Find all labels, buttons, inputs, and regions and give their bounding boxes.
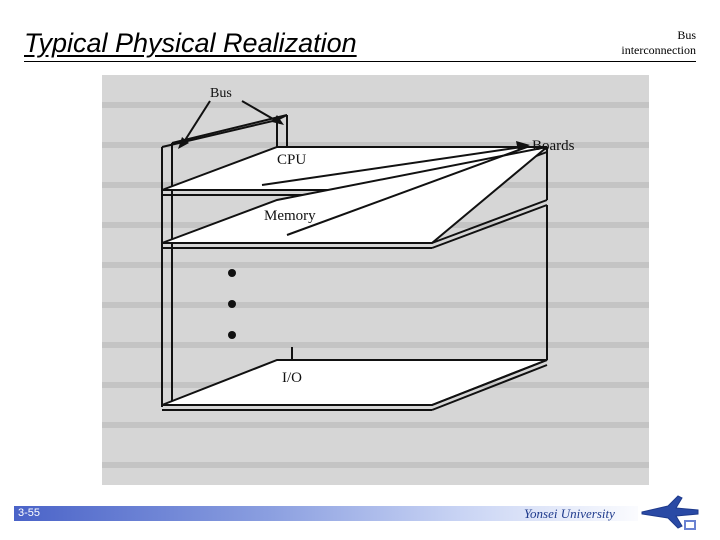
footer-bar [14, 506, 654, 521]
corner-label: Bus interconnection [621, 28, 696, 58]
bus-realization-figure: Bus Boards CPU Memory I/O [102, 75, 649, 485]
title-divider [24, 61, 696, 62]
memory-label: Memory [264, 208, 316, 224]
university-logo-icon [638, 490, 702, 534]
io-board [161, 205, 548, 411]
slide-title: Typical Physical Realization [24, 28, 357, 58]
bus-realization-diagram: Bus Boards CPU Memory I/O [102, 86, 649, 468]
corner-label-line1: Bus [677, 28, 696, 42]
more-boards-dots [228, 269, 236, 339]
bus-label: Bus [210, 86, 232, 101]
memory-board [161, 146, 548, 249]
corner-label-line2: interconnection [621, 43, 696, 57]
footer-organization: Yonsei University [524, 506, 615, 521]
page-number: 3-55 [18, 507, 41, 519]
bus-arrow [178, 100, 284, 149]
boards-arrows [261, 141, 530, 236]
io-label: I/O [282, 370, 302, 386]
cpu-label: CPU [277, 152, 306, 168]
boards-label: Boards [532, 138, 575, 154]
